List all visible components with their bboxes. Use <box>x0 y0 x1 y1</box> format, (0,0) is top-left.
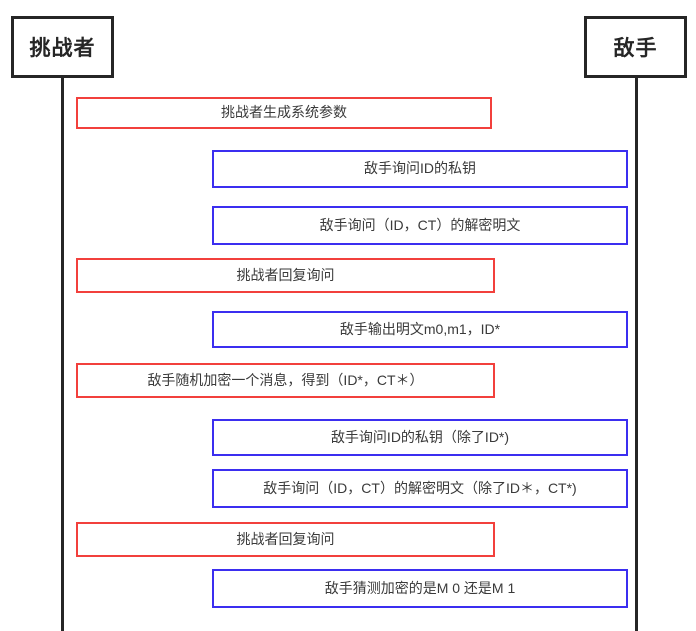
message-box-2: 敌手询问ID的私钥 <box>212 150 628 188</box>
message-box-8: 敌手询问（ID，CT）的解密明文（除了ID＊，CT*) <box>212 469 628 508</box>
message-label-4: 挑战者回复询问 <box>236 266 335 283</box>
message-label-2: 敌手询问ID的私钥 <box>364 160 476 177</box>
message-box-10: 敌手猜测加密的是M 0 还是M 1 <box>212 569 628 608</box>
message-box-6: 敌手随机加密一个消息，得到（ID*，CT＊） <box>76 363 495 398</box>
lifeline-adversary <box>635 78 638 631</box>
message-box-3: 敌手询问（ID，CT）的解密明文 <box>212 206 628 245</box>
lifeline-challenger <box>61 78 64 631</box>
message-box-7: 敌手询问ID的私钥（除了ID*) <box>212 419 628 456</box>
actor-adversary-label: 敌手 <box>613 37 658 60</box>
message-label-5: 敌手输出明文m0,m1，ID* <box>339 320 501 337</box>
actor-challenger-label: 挑战者 <box>29 37 96 60</box>
message-box-9: 挑战者回复询问 <box>76 522 495 557</box>
message-box-4: 挑战者回复询问 <box>76 258 495 293</box>
message-box-5: 敌手输出明文m0,m1，ID* <box>212 311 628 348</box>
message-label-9: 挑战者回复询问 <box>236 530 335 547</box>
message-box-1: 挑战者生成系统参数 <box>76 97 492 129</box>
message-label-3: 敌手询问（ID，CT）的解密明文 <box>319 216 521 233</box>
message-label-6: 敌手随机加密一个消息，得到（ID*，CT＊） <box>147 371 424 388</box>
message-label-1: 挑战者生成系统参数 <box>221 104 347 121</box>
actor-adversary: 敌手 <box>584 16 687 78</box>
message-label-7: 敌手询问ID的私钥（除了ID*) <box>330 428 510 445</box>
message-label-8: 敌手询问（ID，CT）的解密明文（除了ID＊，CT*) <box>263 479 577 496</box>
actor-challenger: 挑战者 <box>11 16 114 78</box>
message-label-10: 敌手猜测加密的是M 0 还是M 1 <box>324 579 516 596</box>
